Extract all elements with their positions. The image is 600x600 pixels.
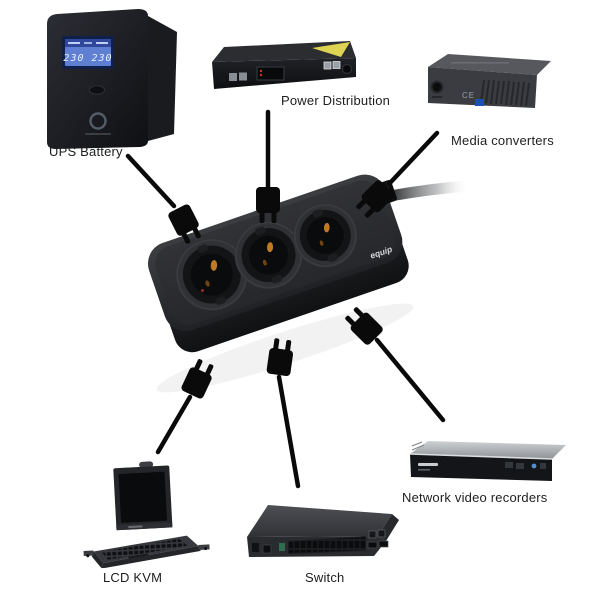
pd-port-left-1 [229, 73, 237, 81]
pd-port-right-1 [323, 61, 332, 70]
ups-side-panel [148, 16, 177, 141]
nvr-status-led [531, 463, 537, 469]
mc-top-face [428, 54, 551, 75]
switch-brand-logo [279, 543, 285, 551]
ups-lcd-value: 230 230 [63, 53, 112, 64]
strip-socket-2 [234, 221, 303, 290]
pd-power-inlet [341, 63, 353, 75]
switch-uplink-port-1 [368, 530, 377, 539]
cable-media-converters [386, 130, 440, 187]
socket-glint [210, 260, 218, 271]
mc-power-jack [430, 80, 444, 94]
kvm-keyboard-keys [101, 538, 188, 560]
label-power-distribution: Power Distribution [281, 93, 391, 108]
pd-display [256, 66, 285, 81]
switch-top-face [247, 505, 392, 537]
kvm-rack-ear-right [198, 544, 210, 550]
strip-power-cord [384, 180, 474, 202]
mc-ce-mark: CE [462, 91, 475, 100]
switch-image [247, 505, 399, 557]
pd-port-left-2 [239, 72, 247, 81]
pd-port-right-2 [332, 61, 341, 69]
ups-battery-image: 230 230 [47, 9, 177, 149]
switch-uplink-port-2 [377, 529, 386, 538]
cable-switch [276, 374, 301, 489]
media-converter-image: CE [428, 54, 551, 108]
kvm-front-lip [101, 545, 201, 569]
socket-glint [267, 242, 274, 253]
switch-console-port [262, 544, 272, 554]
label-switch: Switch [305, 570, 345, 585]
pd-top-face [212, 41, 356, 62]
socket-glint [323, 222, 330, 233]
label-lcd-kvm: LCD KVM [103, 570, 163, 585]
mc-brand-logo [475, 99, 484, 106]
label-media-converters: Media converters [451, 133, 554, 148]
nvr-top-face [410, 441, 566, 459]
cable-ups-battery [125, 153, 177, 209]
kvm-screen [118, 471, 168, 523]
power-distribution-image [212, 41, 356, 89]
lcd-kvm-image [83, 461, 210, 569]
label-network-video-recorders: Network video recorders [402, 490, 548, 505]
ups-brand-logo [89, 112, 107, 130]
pd-yellow-sticker [312, 42, 350, 57]
ups-power-button [89, 85, 105, 95]
nvr-image [409, 441, 566, 481]
kvm-rack-ear-left [83, 550, 94, 556]
cable-lcd-kvm [155, 394, 193, 455]
nvr-front-face [410, 454, 552, 481]
label-ups-battery: UPS Battery [49, 144, 123, 159]
mc-vent-slots [480, 79, 530, 107]
nvr-brand-logo [418, 463, 438, 466]
cable-network-video-recorders [374, 337, 446, 423]
strip-socket-1 [175, 238, 248, 311]
strip-socket-3 [293, 203, 358, 268]
kvm-handle [139, 461, 154, 468]
power-strip-image: equip [147, 174, 409, 353]
strip-shadow [156, 303, 414, 393]
